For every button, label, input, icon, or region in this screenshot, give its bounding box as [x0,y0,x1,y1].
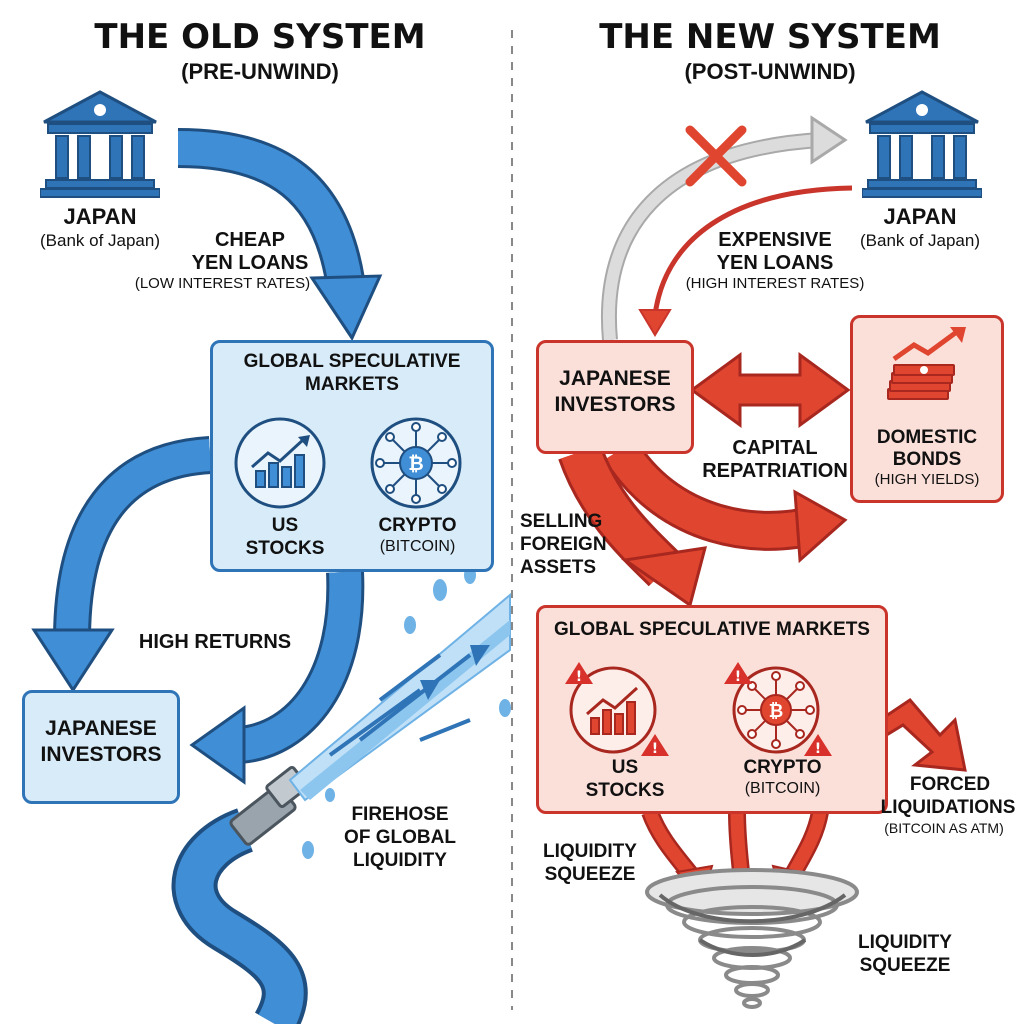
new-squeeze-left-line1: LIQUIDITY [543,841,637,862]
whirlpool-icon [645,868,859,1009]
new-forced-line1: FORCED [909,774,991,795]
old-crypto-line1: CRYPTO [378,515,457,536]
old-loans-line1: CHEAP [214,229,285,251]
water-spray [288,566,511,859]
old-firehose-line1: FIREHOSE [351,804,449,825]
old-markets-line1: GLOBAL SPECULATIVE [243,351,461,372]
cheap-loans-arrow [177,128,383,342]
new-repatriation-line1: CAPITAL [732,437,818,459]
hose-icon [171,766,309,1024]
selling-assets-arrow [558,443,708,608]
x-mark-icon [685,125,747,187]
old-system-title: THE OLD SYSTEM [94,17,426,57]
new-repatriation-line2: REPATRIATION [702,460,848,482]
new-stocks-line2: STOCKS [585,780,665,801]
new-investors-line1: JAPANESE [559,367,671,390]
new-crypto-line1: CRYPTO [743,757,822,778]
svg-text:₿: ₿ [408,453,423,475]
old-investors-box [22,690,180,804]
new-bonds-box [850,315,1004,503]
old-firehose-line3: LIQUIDITY [353,850,447,871]
new-forced-sub: (BITCOIN AS ATM) [884,820,1004,836]
bitcoin-network-icon: ₿ ! ! [724,662,832,757]
old-investors-line2: INVESTORS [40,743,162,766]
old-japan-sub: (Bank of Japan) [39,231,160,250]
repatriation-double-arrow [689,352,851,428]
new-forced-line2: LIQUIDATIONS [880,797,1016,818]
new-squeeze-left-line2: SQUEEZE [544,864,636,885]
expensive-loans-arrow [638,185,853,337]
bank-icon [862,90,982,198]
new-squeeze-right-line2: SQUEEZE [859,955,951,976]
old-loans-line2: YEN LOANS [191,252,309,274]
returns-to-investors-arrow [189,571,365,785]
old-crypto-line2: (BITCOIN) [379,538,456,555]
new-loans-line2: YEN LOANS [716,252,834,274]
svg-text:!: ! [735,669,741,685]
capital-to-bonds-arrow [603,438,848,564]
new-japan-label: JAPAN [883,204,957,229]
blocked-flow-arrow [601,115,848,341]
warning-icon [724,662,752,684]
stock-chart-icon [234,417,326,509]
high-returns-arrow [31,436,212,693]
new-markets-title: GLOBAL SPECULATIVE MARKETS [554,619,870,640]
old-japan-label: JAPAN [63,204,137,229]
new-stocks-line1: US [611,757,639,778]
new-system-title: THE NEW SYSTEM [599,17,941,57]
svg-text:!: ! [576,669,582,685]
old-returns-label: HIGH RETURNS [138,631,292,653]
warning-icon [565,662,593,684]
new-bonds-sub: (HIGH YIELDS) [874,471,980,488]
old-investors-line1: JAPANESE [45,717,157,740]
new-bonds-line2: BONDS [892,449,962,470]
svg-text:!: ! [815,741,821,757]
bitcoin-network-icon: ₿ [370,417,462,509]
bank-icon [40,90,160,198]
new-squeeze-right-line1: LIQUIDITY [858,932,952,953]
stock-chart-icon: ! ! [565,662,669,757]
old-stocks-line2: STOCKS [245,538,325,559]
new-loans-line1: EXPENSIVE [718,229,832,251]
old-system-subtitle: (PRE-UNWIND) [181,59,339,84]
old-markets-line2: MARKETS [305,374,399,395]
svg-text:₿: ₿ [769,701,784,722]
new-investors-box [536,340,694,454]
cash-stack-icon [887,327,966,400]
warning-icon [641,734,669,756]
new-selling-line3: ASSETS [520,557,597,578]
new-selling-line2: FOREIGN [520,534,607,555]
new-system-subtitle: (POST-UNWIND) [684,59,856,84]
new-crypto-line2: (BITCOIN) [744,780,821,797]
old-loans-sub: (LOW INTEREST RATES) [134,275,311,292]
old-stocks-line1: US [271,515,299,536]
new-selling-line1: SELLING [520,511,603,532]
new-loans-sub: (HIGH INTEREST RATES) [685,275,865,292]
new-investors-line2: INVESTORS [554,393,676,416]
new-bonds-line1: DOMESTIC [876,427,978,448]
old-firehose-line2: OF GLOBAL [344,827,456,848]
svg-text:!: ! [652,741,658,757]
new-japan-sub: (Bank of Japan) [859,231,980,250]
warning-icon [804,734,832,756]
